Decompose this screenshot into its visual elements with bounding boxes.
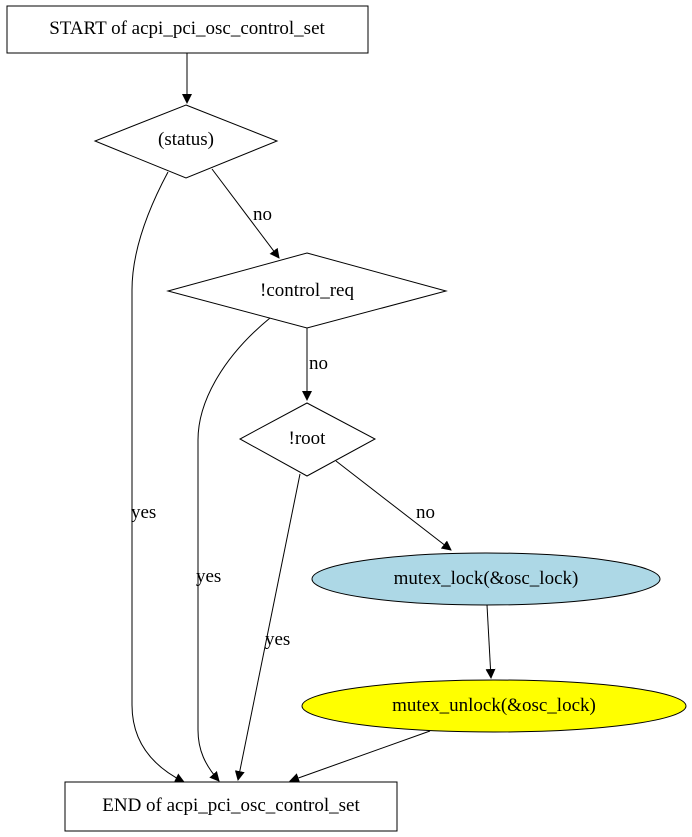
node-mutex-lock-label: mutex_lock(&osc_lock) xyxy=(394,568,579,589)
edge-status-yes xyxy=(131,171,185,783)
node-start: START of acpi_pci_osc_control_set xyxy=(6,5,369,54)
edge-status-no-label: no xyxy=(253,204,272,225)
node-end: END of acpi_pci_osc_control_set xyxy=(64,781,398,832)
edge-control-req-yes-label: yes xyxy=(196,566,221,587)
edge-root-no-label: no xyxy=(416,502,435,523)
node-mutex-unlock: mutex_unlock(&osc_lock) xyxy=(301,679,687,733)
edge-root-yes xyxy=(234,473,301,781)
edge-control-req-yes xyxy=(197,317,271,782)
node-start-label: START of acpi_pci_osc_control_set xyxy=(49,18,325,39)
node-status: (status) xyxy=(93,104,279,179)
node-root: !root xyxy=(238,402,377,477)
edge-status-no xyxy=(211,168,280,259)
edge-lock-to-unlock xyxy=(485,604,496,679)
node-control-req-label: !control_req xyxy=(260,280,354,301)
edge-root-yes-label: yes xyxy=(265,629,290,650)
node-mutex-lock: mutex_lock(&osc_lock) xyxy=(311,552,661,606)
edge-control-req-no-label: no xyxy=(309,353,328,374)
edge-status-yes-label: yes xyxy=(131,502,156,523)
node-end-label: END of acpi_pci_osc_control_set xyxy=(102,795,360,816)
node-root-label: !root xyxy=(289,428,327,449)
node-status-label: (status) xyxy=(158,129,214,150)
node-mutex-unlock-label: mutex_unlock(&osc_lock) xyxy=(392,695,596,716)
edge-unlock-to-end xyxy=(289,730,431,783)
edge-root-no xyxy=(335,460,452,551)
node-control-req: !control_req xyxy=(166,252,448,329)
